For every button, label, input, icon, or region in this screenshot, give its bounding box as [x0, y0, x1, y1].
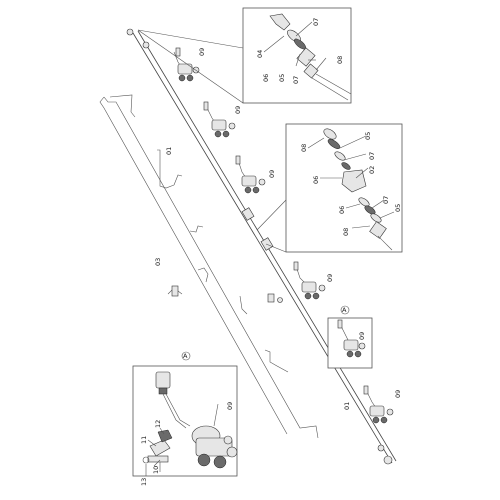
label-09-c: 09 — [268, 170, 276, 178]
label-07-b: 07 — [292, 76, 300, 84]
detail-marker-small: A — [342, 306, 347, 314]
label-06-a: 06 — [262, 74, 270, 82]
detail-box-bottom — [132, 351, 238, 477]
hose-harness — [99, 94, 319, 439]
label-08-a: 08 — [336, 56, 344, 64]
label-07-d: 07 — [382, 196, 390, 204]
label-07-c: 07 — [368, 152, 376, 160]
detail-box-small — [327, 305, 373, 369]
label-08-b: 08 — [300, 144, 308, 152]
detail-marker-bottom: A — [183, 352, 188, 360]
label-01-upper: 01 — [165, 147, 173, 155]
label-13: 13 — [140, 478, 148, 486]
label-03: 03 — [154, 258, 162, 266]
label-10: 10 — [152, 466, 160, 474]
label-04: 04 — [256, 50, 264, 58]
nozzle-assembly-2 — [203, 101, 236, 138]
label-09-b: 09 — [234, 106, 242, 114]
label-12: 12 — [154, 420, 162, 428]
nozzle-assembly-3 — [235, 155, 266, 194]
label-05-b: 05 — [364, 132, 372, 140]
label-05-a: 05 — [278, 74, 286, 82]
boom-pipe — [126, 28, 397, 465]
part-labels: 01 01 03 09 09 09 09 09 09 04 07 06 05 0… — [140, 18, 402, 486]
detail-box-middle — [256, 123, 403, 253]
label-01-lower: 01 — [343, 402, 351, 410]
label-09-a: 09 — [198, 48, 206, 56]
label-09-e: 09 — [394, 390, 402, 398]
label-09-f: 09 — [358, 332, 366, 340]
label-07-a: 07 — [312, 18, 320, 26]
label-09-d: 09 — [326, 274, 334, 282]
nozzle-assembly-5 — [363, 385, 394, 424]
inline-fitting — [267, 293, 283, 303]
label-11: 11 — [140, 436, 148, 444]
label-05-c: 05 — [394, 204, 402, 212]
label-06-c: 06 — [338, 206, 346, 214]
label-02: 02 — [368, 166, 376, 174]
detail-box-top — [137, 7, 352, 104]
label-06-b: 06 — [312, 176, 320, 184]
label-08-c: 08 — [342, 228, 350, 236]
nozzle-assembly-4 — [293, 261, 326, 300]
nozzle-assembly-1 — [173, 47, 200, 82]
label-09-g: 09 — [226, 402, 234, 410]
